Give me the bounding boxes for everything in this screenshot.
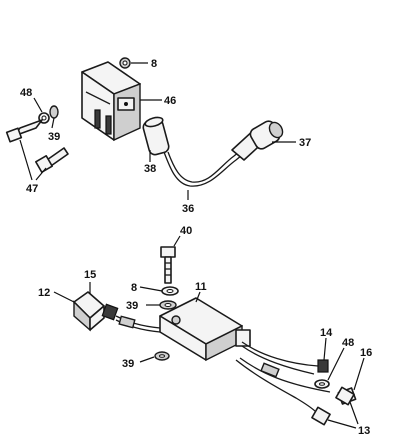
screw-40 xyxy=(160,246,176,284)
callout-36: 36 xyxy=(182,203,194,215)
washer-39-bottom xyxy=(154,351,170,361)
callout-37: 37 xyxy=(299,137,311,149)
spark-plug-boot-37 xyxy=(231,120,284,161)
spark-plug-boot-38 xyxy=(142,116,170,156)
callout-14: 14 xyxy=(320,327,333,339)
callout-39-top: 39 xyxy=(48,131,60,143)
callout-12: 12 xyxy=(38,287,50,299)
callout-8-top: 8 xyxy=(151,58,157,70)
callout-15: 15 xyxy=(84,269,96,281)
nut-8-top xyxy=(119,57,131,69)
washer-39-mid xyxy=(159,300,177,310)
connector-13-upper xyxy=(335,386,355,406)
connector-12-15 xyxy=(73,291,119,332)
callout-38: 38 xyxy=(144,163,156,175)
washer-8-mid xyxy=(161,286,179,296)
callout-13: 13 xyxy=(358,425,370,437)
callout-39-bottom: 39 xyxy=(122,358,134,370)
leader-lines xyxy=(19,62,365,429)
callout-labels: 8 46 48 39 47 38 37 36 40 15 12 8 11 39 … xyxy=(20,58,372,437)
washer-39-top xyxy=(49,105,59,119)
callout-8-mid: 8 xyxy=(131,282,137,294)
callout-16: 16 xyxy=(360,347,372,359)
connector-13-lower xyxy=(311,406,331,426)
callout-48-left: 48 xyxy=(20,87,32,99)
bolt-47-upper xyxy=(5,119,43,143)
callout-48-right: 48 xyxy=(342,337,354,349)
power-pack-11 xyxy=(159,297,251,362)
washer-48-right xyxy=(314,379,330,389)
callout-47: 47 xyxy=(26,183,38,195)
callout-46: 46 xyxy=(164,95,176,107)
bolt-47-lower xyxy=(35,147,69,173)
terminal-14 xyxy=(317,359,329,373)
ignition-coil-46 xyxy=(81,61,141,142)
callout-39-mid: 39 xyxy=(126,300,138,312)
callout-40: 40 xyxy=(180,225,192,237)
callout-11: 11 xyxy=(195,281,207,293)
